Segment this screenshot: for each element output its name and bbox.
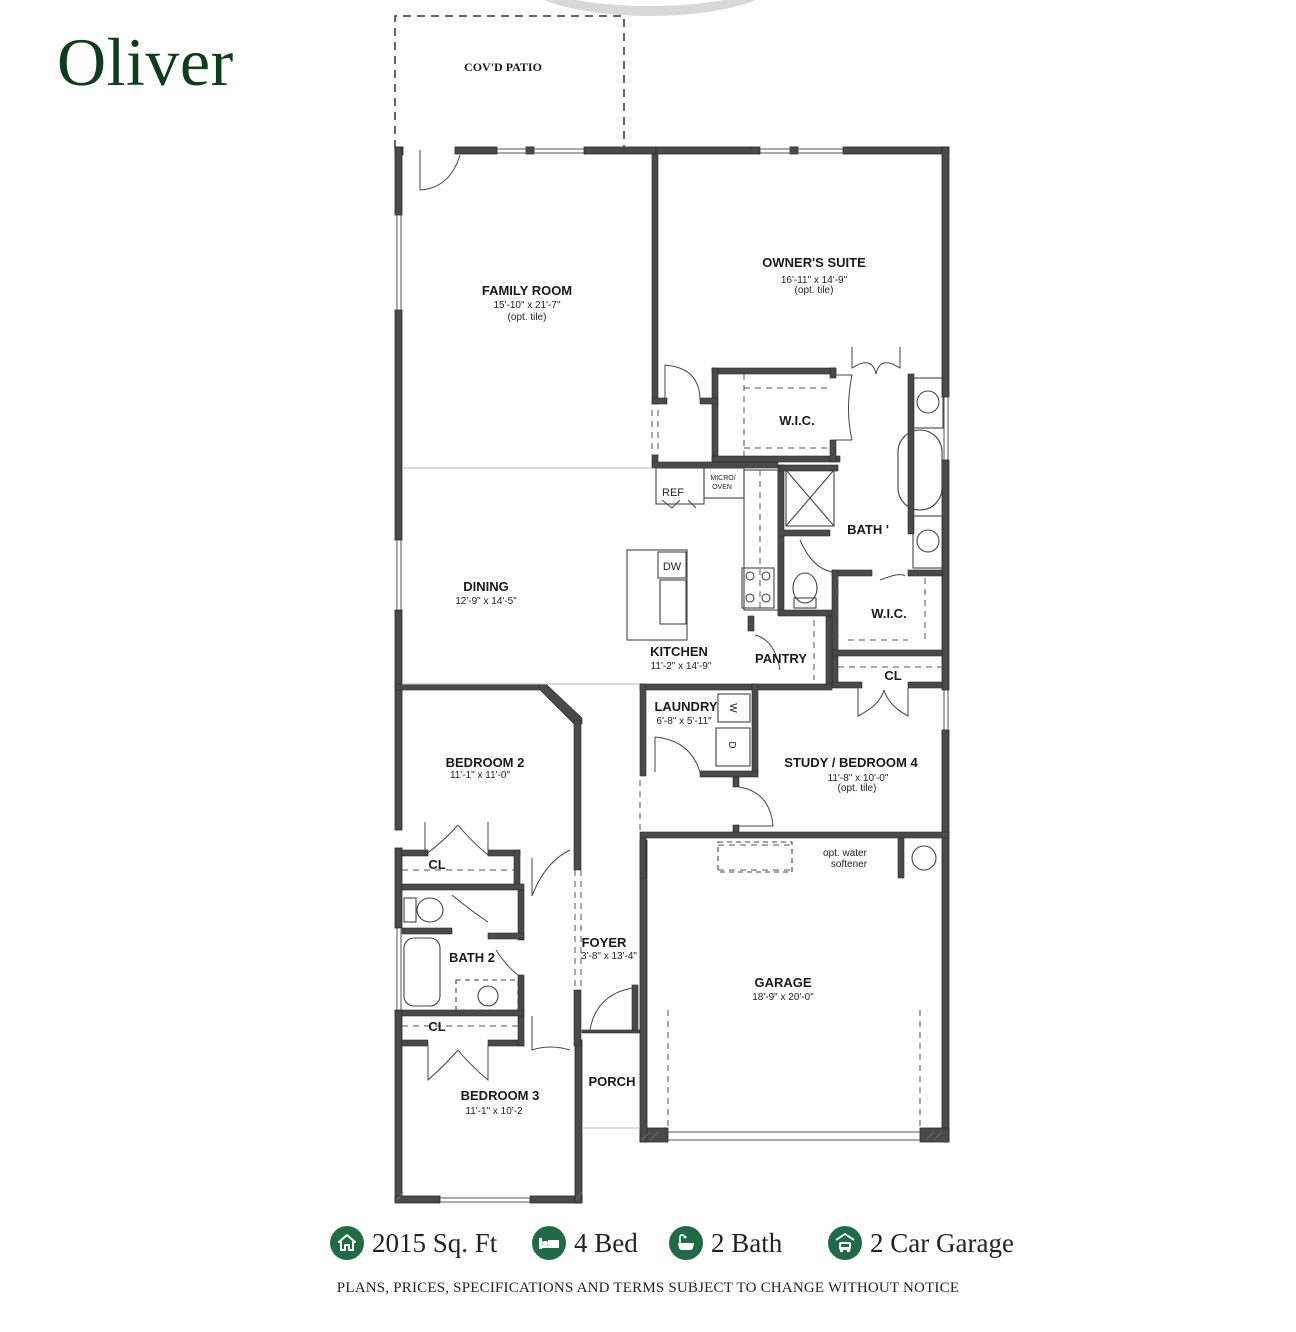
ref-label: REF	[662, 487, 684, 499]
fixtures	[403, 377, 944, 1011]
pantry-label: PANTRY	[755, 651, 807, 666]
dashed-details	[402, 374, 942, 1128]
stat-garage-text: 2 Car Garage	[870, 1227, 1014, 1258]
kitchen-label: KITCHEN	[650, 644, 708, 659]
plan-stats: 2015 Sq. Ft 4 Bed 2 Bath 2 Car Garage	[0, 1226, 1296, 1266]
kitchen-dims: 11'-2" x 14'-9"	[651, 661, 712, 672]
windows	[396, 148, 949, 1203]
zone-dividers	[402, 467, 652, 1129]
bedroom-2-dims: 11'-1" x 11'-0"	[450, 770, 510, 781]
door-swings	[419, 150, 909, 1082]
dryer-label: D	[726, 741, 737, 748]
owner-closet-label: CL	[884, 668, 901, 683]
stat-beds: 4 Bed	[532, 1226, 638, 1260]
exterior-walls	[394, 146, 950, 1204]
foyer-dims: 3'-8" x 13'-4"	[581, 951, 637, 962]
wic-2-label: W.I.C.	[871, 606, 906, 621]
study-dims: 11'-8" x 10'-0"	[828, 773, 889, 784]
porch-label: PORCH	[589, 1074, 636, 1089]
patio-outline	[394, 15, 625, 148]
owners-suite-label: OWNER'S SUITE	[762, 255, 866, 270]
garage-dims: 18'-9" x 20'-0"	[752, 992, 814, 1003]
bedroom-3-closet-label: CL	[428, 1019, 445, 1034]
water-softener-line1: opt. water	[823, 848, 868, 859]
foyer-label: FOYER	[582, 935, 627, 950]
disclaimer: PLANS, PRICES, SPECIFICATIONS AND TERMS …	[336, 1280, 960, 1296]
bathtub-icon	[669, 1226, 703, 1260]
study-label: STUDY / BEDROOM 4	[784, 755, 918, 770]
family-room-note: (opt. tile)	[508, 312, 547, 323]
oven-label: OVEN	[712, 484, 732, 491]
micro-label: MICRO/	[710, 475, 735, 482]
dining-label: DINING	[463, 579, 509, 594]
stat-beds-text: 4 Bed	[574, 1227, 638, 1258]
house-icon	[330, 1226, 364, 1260]
stat-sqft-text: 2015 Sq. Ft	[372, 1227, 498, 1258]
patio-label: COV'D PATIO	[464, 60, 542, 74]
bed-icon	[532, 1226, 566, 1260]
floor-plan: COV'D PATIO FAMILY ROOM 15'-10" x 21'-7"…	[394, 15, 950, 1204]
dining-dims: 12'-9" x 14'-5"	[455, 596, 517, 607]
bedroom-3-dims: 11'-1" x 10'-2	[465, 1106, 523, 1117]
bedroom-2-label: BEDROOM 2	[446, 755, 525, 770]
dw-label: DW	[663, 561, 682, 573]
plan-title: Oliver	[57, 24, 234, 100]
bath-2-label: BATH 2	[449, 950, 495, 965]
stat-baths: 2 Bath	[669, 1226, 782, 1260]
laundry-label: LAUNDRY	[654, 699, 717, 714]
corner-hatches	[396, 1131, 943, 1201]
garage-label: GARAGE	[754, 975, 811, 990]
owners-suite-dims: 16'-11" x 14'-9"	[781, 275, 848, 286]
bath-1-label: BATH '	[847, 522, 889, 537]
stat-garage: 2 Car Garage	[828, 1226, 1014, 1260]
bedroom-3-label: BEDROOM 3	[461, 1088, 540, 1103]
owners-suite-note: (opt. tile)	[795, 285, 834, 296]
bedroom-2-closet-label: CL	[428, 857, 445, 872]
car-garage-icon	[828, 1226, 862, 1260]
family-room-label: FAMILY ROOM	[482, 283, 572, 298]
washer-label: W	[727, 703, 738, 713]
water-softener-line2: softener	[831, 859, 868, 870]
family-room-dims: 15'-10" x 21'-7"	[493, 300, 561, 311]
stat-sqft: 2015 Sq. Ft	[330, 1226, 497, 1260]
stat-baths-text: 2 Bath	[711, 1227, 783, 1258]
study-note: (opt. tile)	[838, 783, 877, 794]
laundry-dims: 6'-8" x 5'-11"	[656, 716, 712, 727]
wic-1-label: W.I.C.	[779, 413, 814, 428]
interior-walls	[394, 153, 950, 1047]
